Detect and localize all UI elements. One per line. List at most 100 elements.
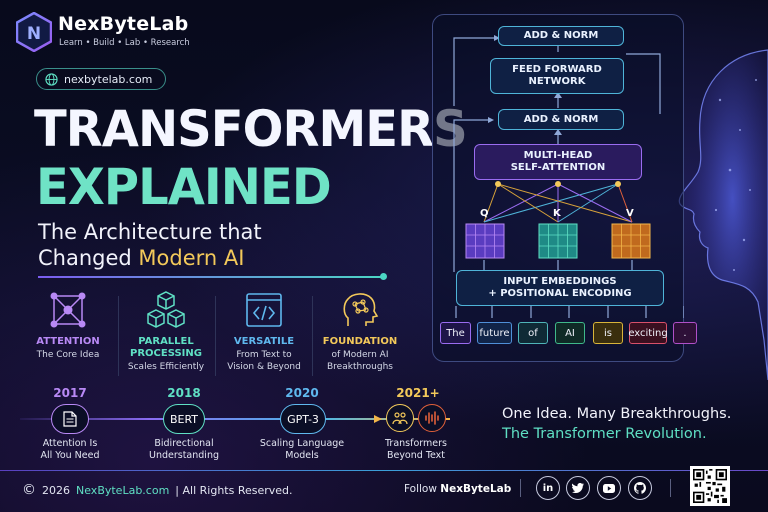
audio-wave-icon xyxy=(425,411,439,425)
feature-parallel: PARALLEL PROCESSING Scales Efficiently xyxy=(118,290,214,373)
github-icon[interactable] xyxy=(628,476,652,500)
brand-name: NexByteLab xyxy=(58,13,189,35)
title-divider-dot xyxy=(380,273,387,280)
timeline-label-line: Models xyxy=(285,450,319,461)
network-icon xyxy=(50,292,86,328)
token: The xyxy=(440,322,471,344)
subtitle-line-1: The Architecture that xyxy=(38,220,262,244)
copyright-rights: | All Rights Reserved. xyxy=(175,483,293,497)
footer-separator xyxy=(520,479,521,497)
feature-heading: FOUNDATION xyxy=(322,336,398,347)
q-label: Q xyxy=(480,208,489,219)
timeline-label-2021: Transformers Beyond Text xyxy=(366,438,466,462)
subtitle-line-2: Changed Modern AI xyxy=(38,246,244,270)
k-grid xyxy=(538,223,578,259)
token: is xyxy=(593,322,623,344)
feature-heading-2: PROCESSING xyxy=(130,348,202,359)
nexbytelab-logo-icon: N xyxy=(16,12,52,52)
feature-desc: The Core Idea xyxy=(36,350,100,360)
website-text: nexbytelab.com xyxy=(64,72,153,86)
website-link[interactable]: nexbytelab.com xyxy=(36,68,166,90)
feature-foundation: FOUNDATION of Modern AI Breakthroughs xyxy=(312,290,408,373)
token: future xyxy=(477,322,512,344)
q-grid xyxy=(465,223,505,259)
timeline-year-2017: 2017 xyxy=(53,386,87,400)
title-line-2: EXPLAINED xyxy=(36,158,332,216)
timeline-label-line: Beyond Text xyxy=(386,450,446,461)
add-norm-mid: ADD & NORM xyxy=(498,109,624,130)
timeline-arrow-icon xyxy=(374,415,382,423)
attention-line-2: SELF-ATTENTION xyxy=(510,162,606,173)
timeline-label-line: Bidirectional xyxy=(154,438,214,449)
token: AI xyxy=(555,322,585,344)
feature-divider xyxy=(215,296,216,376)
qr-code-icon[interactable] xyxy=(690,466,730,506)
copyright-year: 2026 xyxy=(42,483,70,497)
footer-separator xyxy=(670,479,671,497)
brand-tagline: Learn • Build • Lab • Research xyxy=(59,38,190,48)
embed-line-1: INPUT EMBEDDINGS xyxy=(503,276,617,287)
copyright: © 2026 NexByteLab.com | All Rights Reser… xyxy=(22,482,293,498)
feature-heading: ATTENTION xyxy=(36,336,100,347)
footer-divider xyxy=(0,470,768,471)
twitter-icon[interactable] xyxy=(566,476,590,500)
timeline-label-line: Understanding xyxy=(149,450,219,461)
timeline-label-2017: Attention Is All You Need xyxy=(20,438,120,462)
document-icon xyxy=(63,411,77,427)
timeline-node-2017 xyxy=(51,404,89,434)
timeline-year-2020: 2020 xyxy=(285,386,319,400)
subtitle-plain: Changed xyxy=(38,246,139,270)
feature-heading: VERSATILE xyxy=(233,336,295,347)
token: . xyxy=(673,322,697,344)
attention-line-1: MULTI-HEAD xyxy=(523,150,593,161)
feature-versatile: VERSATILE From Text to Vision & Beyond xyxy=(216,290,312,373)
v-label: V xyxy=(626,208,634,219)
timeline-node-bert: BERT xyxy=(163,404,205,434)
linkedin-icon[interactable]: in xyxy=(536,476,560,500)
cubes-icon xyxy=(147,291,185,328)
feature-desc-2: Breakthroughs xyxy=(327,362,393,372)
globe-icon xyxy=(45,72,58,86)
title-divider xyxy=(38,276,384,278)
follow-text: Follow NexByteLab xyxy=(404,483,511,495)
embed-line-2: + POSITIONAL ENCODING xyxy=(488,288,632,299)
github-cat-icon xyxy=(634,482,646,494)
add-norm-top: ADD & NORM xyxy=(498,26,624,46)
timeline-node-audio xyxy=(418,404,446,432)
timeline-label-line: Transformers xyxy=(385,438,447,449)
tagline-line-1: One Idea. Many Breakthroughs. xyxy=(502,406,732,422)
copyright-symbol: © xyxy=(22,482,36,498)
timeline-line xyxy=(20,418,450,420)
v-grid xyxy=(611,223,651,259)
feature-attention: ATTENTION The Core Idea xyxy=(20,290,116,361)
input-embeddings-box: INPUT EMBEDDINGS+ POSITIONAL ENCODING xyxy=(456,270,664,306)
title-line-1: TRANSFORMERS xyxy=(34,100,468,158)
timeline-label-line: Attention Is xyxy=(42,438,98,449)
token: of xyxy=(518,322,548,344)
feature-heading-1: PARALLEL xyxy=(138,336,194,347)
token: exciting xyxy=(628,322,668,344)
feature-divider xyxy=(118,296,119,376)
timeline-node-image xyxy=(386,404,414,432)
brain-head-icon xyxy=(343,293,379,326)
footer-brand-link[interactable]: NexByteLab.com xyxy=(76,483,170,497)
feature-desc-1: From Text to xyxy=(236,350,292,360)
timeline-label-2018: Bidirectional Understanding xyxy=(134,438,234,462)
timeline-label-line: Scaling Language xyxy=(259,438,345,449)
diagram-connectors xyxy=(453,35,684,318)
code-icon xyxy=(246,293,282,327)
follow-prefix: Follow xyxy=(404,483,441,495)
timeline-label-line: All You Need xyxy=(40,450,100,461)
subtitle-highlight: Modern AI xyxy=(138,246,245,270)
k-label: K xyxy=(553,208,561,219)
timeline-year-2018: 2018 xyxy=(167,386,201,400)
logo-letter: N xyxy=(27,24,41,44)
feed-forward-line-2: NETWORK xyxy=(528,76,586,87)
feature-desc-1: of Modern AI xyxy=(331,350,389,360)
youtube-icon[interactable] xyxy=(597,476,621,500)
timeline-label-2020: Scaling Language Models xyxy=(252,438,352,462)
feature-divider xyxy=(312,296,313,376)
feature-desc-2: Vision & Beyond xyxy=(227,362,301,372)
